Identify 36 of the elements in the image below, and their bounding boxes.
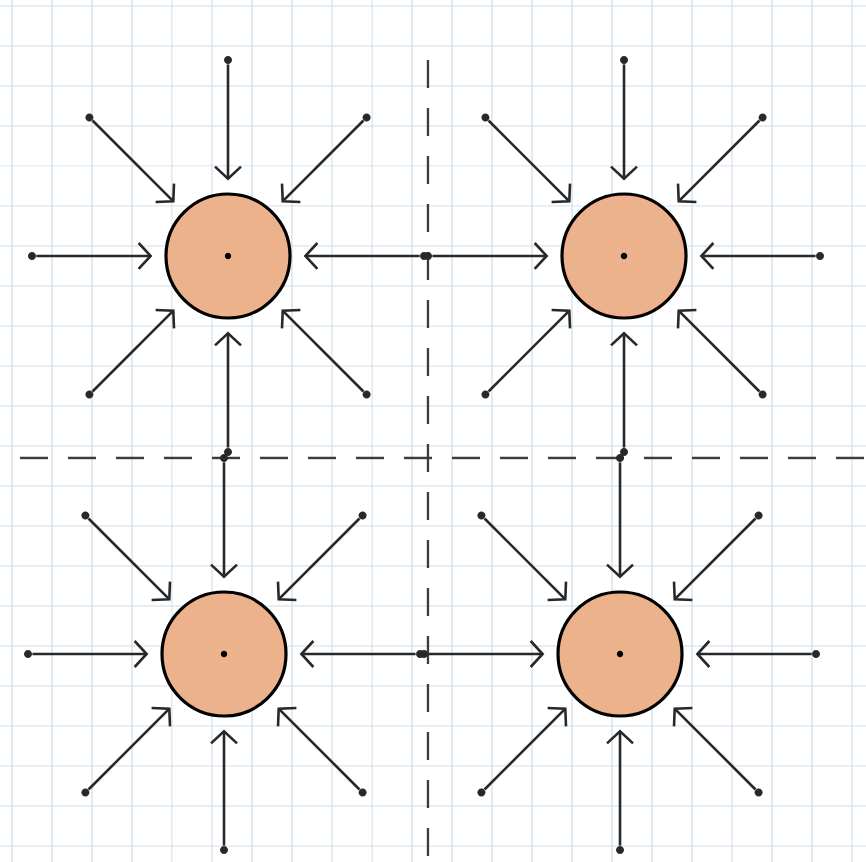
arrow bbox=[699, 242, 816, 270]
disc bbox=[160, 590, 288, 718]
arrow bbox=[32, 640, 149, 668]
arrow bbox=[606, 462, 634, 579]
arrow bbox=[483, 517, 568, 602]
arrow bbox=[280, 308, 365, 393]
arrow bbox=[606, 729, 634, 846]
arrow bbox=[432, 242, 549, 270]
arrow bbox=[487, 308, 572, 393]
arrow bbox=[210, 729, 238, 846]
arrow bbox=[87, 517, 172, 602]
arrow bbox=[91, 308, 176, 393]
arrow bbox=[610, 64, 638, 181]
arrow bbox=[276, 517, 361, 602]
arrow bbox=[210, 462, 238, 579]
arrow bbox=[676, 308, 761, 393]
arrow bbox=[672, 706, 757, 791]
arrow bbox=[672, 517, 757, 602]
arrow bbox=[91, 119, 176, 204]
disc bbox=[560, 192, 688, 320]
arrow bbox=[214, 64, 242, 181]
arrow bbox=[483, 706, 568, 791]
disc bbox=[556, 590, 684, 718]
arrow bbox=[276, 706, 361, 791]
arrow bbox=[487, 119, 572, 204]
arrow bbox=[214, 331, 242, 448]
arrow bbox=[36, 242, 153, 270]
arrow bbox=[87, 706, 172, 791]
arrow bbox=[303, 242, 420, 270]
arrow bbox=[428, 640, 545, 668]
arrow bbox=[299, 640, 416, 668]
disc bbox=[164, 192, 292, 320]
arrow bbox=[676, 119, 761, 204]
arrow bbox=[610, 331, 638, 448]
arrow bbox=[695, 640, 812, 668]
arrow bbox=[280, 119, 365, 204]
